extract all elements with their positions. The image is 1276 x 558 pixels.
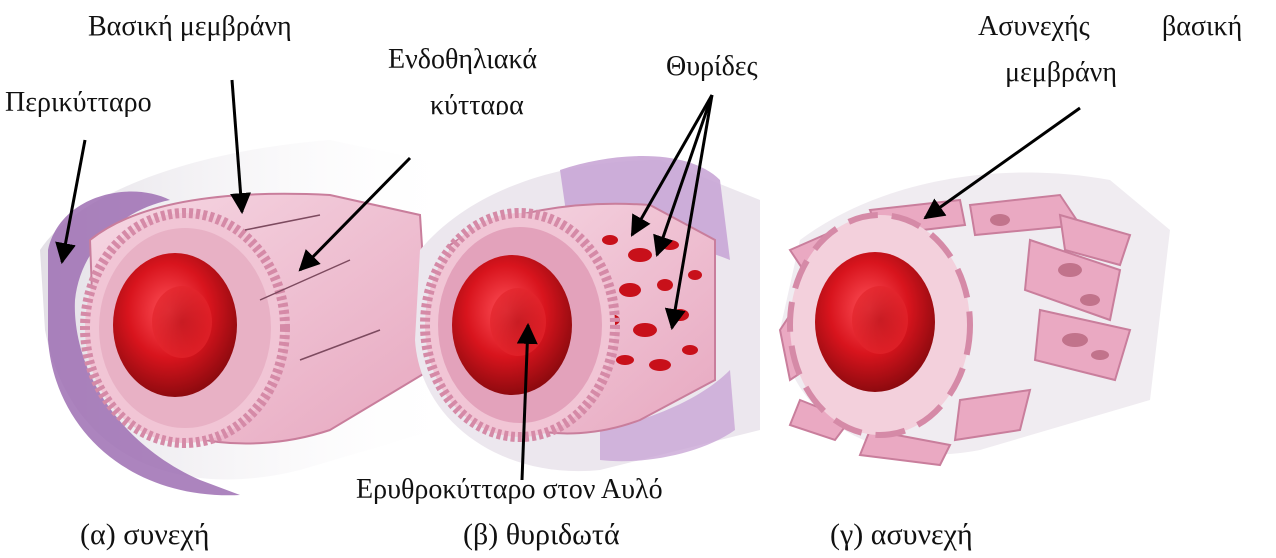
label-discontinuous-word1: Ασυνεχής: [978, 10, 1090, 44]
caption-discontinuous: (γ) ασυνεχή: [830, 518, 973, 552]
caption-fenestrated: (β) θυριδωτά: [463, 518, 620, 552]
capillary-continuous: [40, 140, 470, 495]
label-endothelial-line2: κύτταρα: [430, 89, 524, 115]
red-blood-cell-dimple: [852, 286, 908, 354]
label-pericyte: Περικύτταρο: [5, 86, 152, 120]
label-discontinuous-line2: μεμβράνη: [1005, 56, 1117, 90]
red-blood-cell-dimple: [490, 288, 546, 356]
label-discontinuous-word2: βασική: [1162, 10, 1242, 44]
red-blood-cell-dimple: [152, 286, 212, 358]
label-basement-membrane: Βασική μεμβράνη: [88, 10, 292, 44]
capillary-discontinuous: [780, 173, 1170, 466]
label-rbc-lumen: Ερυθροκύτταρο στον Αυλό: [356, 473, 663, 507]
label-endothelial-line1: Ενδοθηλιακά: [388, 43, 537, 77]
label-fenestrations: Θυρίδες: [666, 50, 758, 84]
caption-continuous: (α) συνεχή: [80, 518, 209, 552]
